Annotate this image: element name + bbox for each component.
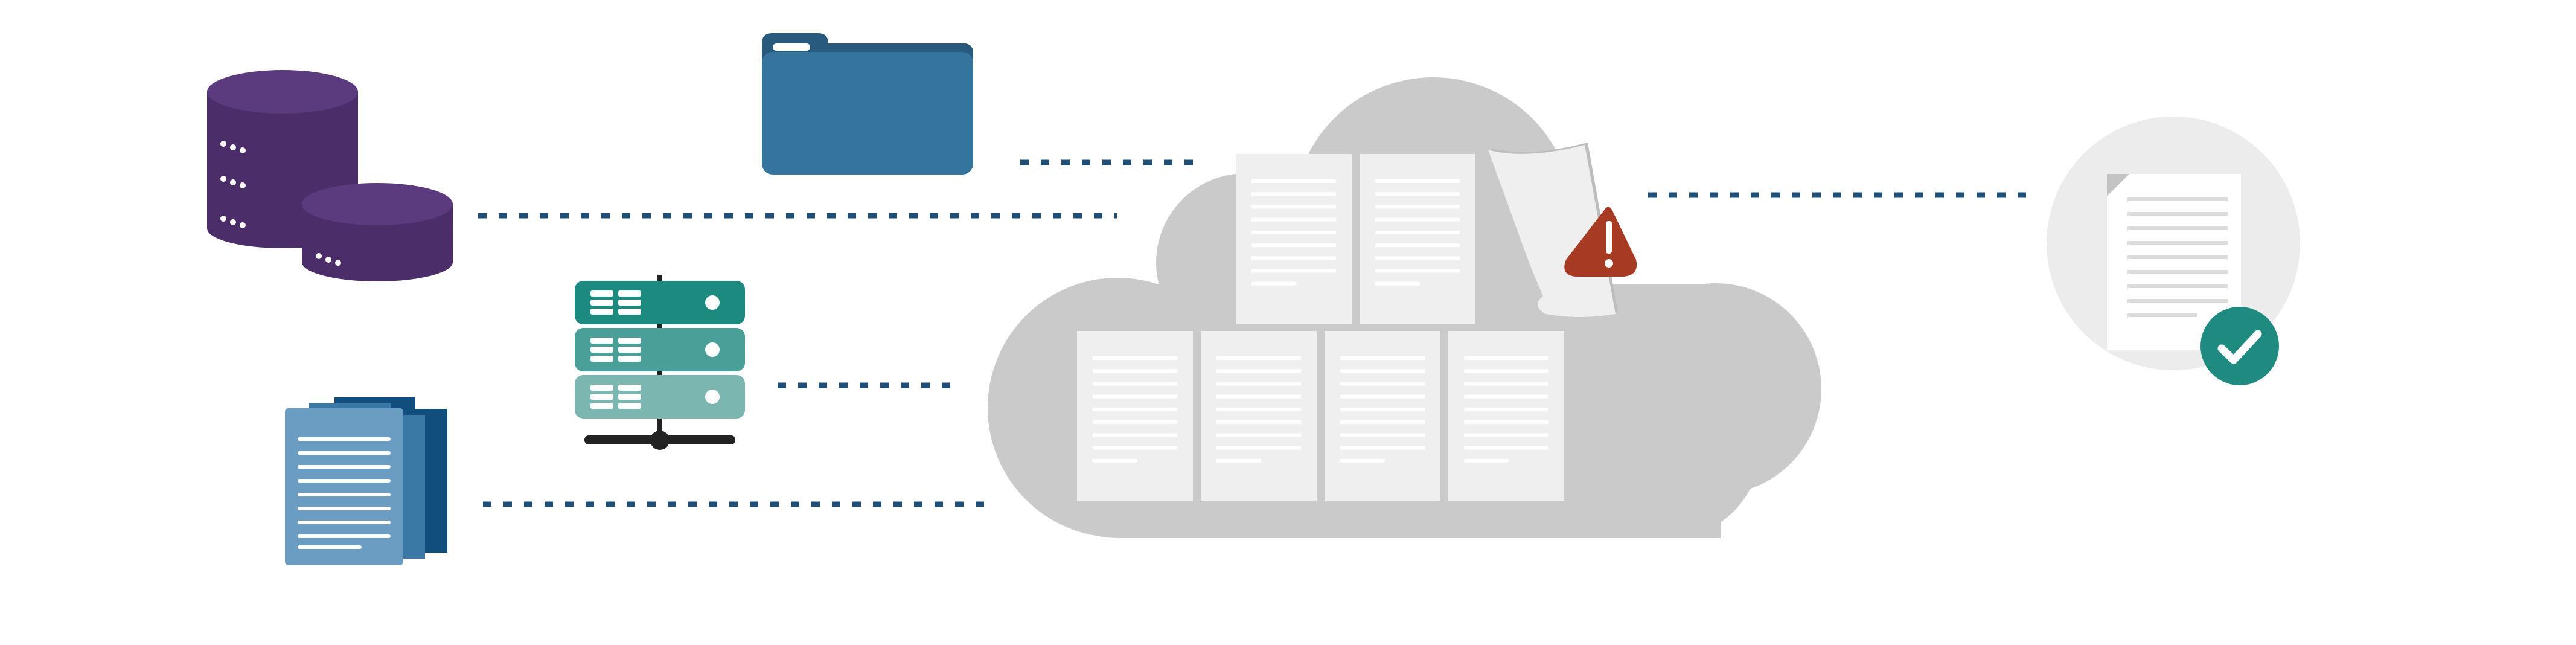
connector-lines <box>478 159 2028 507</box>
database-stack-icon <box>207 70 453 281</box>
cloud-page-bottom-2 <box>1201 331 1317 501</box>
verified-document-icon <box>2047 117 2300 385</box>
cloud-page-bottom-1 <box>1077 331 1193 501</box>
document-stack-icon <box>285 397 447 565</box>
cloud-page-top-2 <box>1360 154 1475 324</box>
warning-triangle-icon <box>1564 207 1637 277</box>
database-right-stack <box>302 183 453 281</box>
cloud-page-bottom-4 <box>1448 331 1564 501</box>
cloud-top-pages <box>1236 154 1475 324</box>
cloud-bottom-pages <box>1077 331 1564 501</box>
cloud-page-top-1 <box>1236 154 1352 324</box>
cloud-icon <box>988 77 1821 538</box>
folder-icon <box>762 33 973 175</box>
server-rack-icon <box>575 275 745 450</box>
checkmark-icon <box>2200 307 2279 385</box>
cloud-page-bottom-3 <box>1325 331 1440 501</box>
